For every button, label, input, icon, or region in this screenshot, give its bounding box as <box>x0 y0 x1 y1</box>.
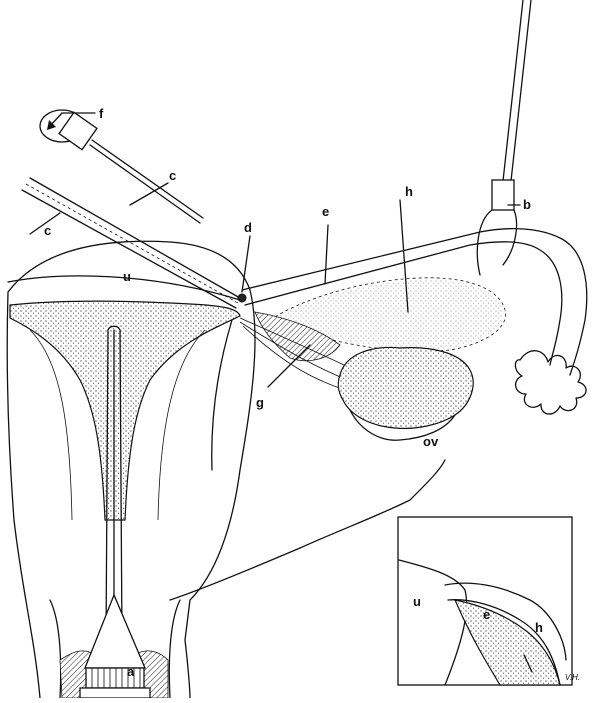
label-c-lower: c <box>44 223 51 238</box>
leader-e <box>325 225 328 284</box>
broad-ligament-fold <box>212 320 232 470</box>
needle-lower <box>30 178 240 298</box>
ovary <box>338 347 473 428</box>
label-f: f <box>99 106 104 121</box>
label-a: a <box>127 664 135 679</box>
label-g: g <box>256 395 264 410</box>
inset-label-u: u <box>413 594 421 609</box>
injection-point <box>238 294 246 302</box>
label-b: b <box>523 197 531 212</box>
label-ov: ov <box>423 434 439 449</box>
label-h: h <box>405 184 413 199</box>
inset-label-h: h <box>535 620 543 635</box>
leader-d <box>242 236 250 292</box>
uterine-manipulator-shaft <box>80 688 150 698</box>
label-e: e <box>322 204 329 219</box>
inset-panel: u e h <box>398 517 572 685</box>
uterine-cavity <box>10 301 240 520</box>
label-u: u <box>123 269 131 284</box>
artist-signature: V.H. <box>565 673 580 682</box>
uterine-manipulator-handle <box>86 668 144 688</box>
inset-label-e: e <box>483 607 490 622</box>
uterine-manipulator-cone <box>85 595 145 668</box>
needle-lower-core <box>26 184 238 303</box>
needle-lower-2 <box>22 190 236 308</box>
needle-upper-2 <box>92 140 203 218</box>
needle-upper <box>90 145 200 223</box>
label-d: d <box>244 220 252 235</box>
label-c-upper: c <box>169 168 176 183</box>
